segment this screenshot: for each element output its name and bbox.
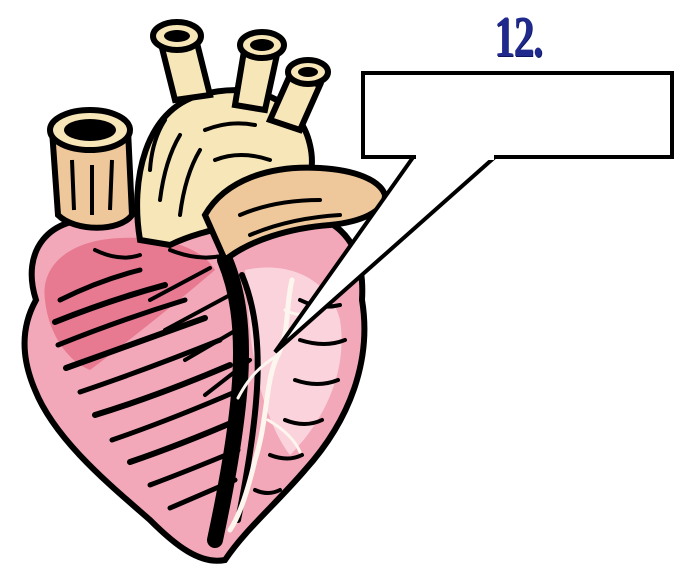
heart-illustration	[25, 206, 365, 561]
question-number: 12.	[494, 2, 544, 72]
great-vessels	[50, 22, 385, 260]
answer-input[interactable]	[364, 74, 670, 156]
